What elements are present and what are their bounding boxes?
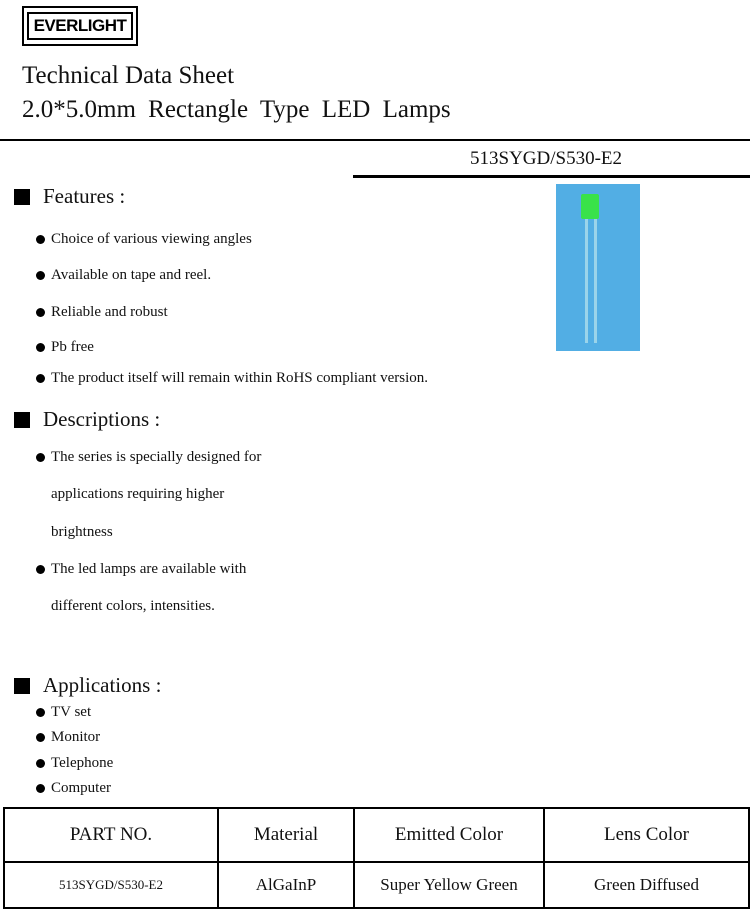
bullet-icon <box>36 374 45 383</box>
application-text: Computer <box>51 780 111 796</box>
bullet-icon <box>36 565 45 574</box>
bullet-icon <box>36 271 45 280</box>
header-divider <box>0 139 750 141</box>
part-number-underline <box>353 175 750 178</box>
feature-item: Pb free <box>36 339 94 356</box>
descriptions-heading: Descriptions : <box>14 407 160 432</box>
application-item: TV set <box>36 704 91 721</box>
table-header-cell: Lens Color <box>543 807 750 863</box>
description-item: The led lamps are available with <box>36 561 246 578</box>
feature-text: Available on tape and reel. <box>51 267 212 283</box>
features-heading-text: Features : <box>43 184 126 208</box>
square-bullet-icon <box>14 411 30 428</box>
square-bullet-icon <box>14 677 30 694</box>
table-cell: AlGaInP <box>217 861 355 909</box>
table-cell: 513SYGD/S530-E2 <box>3 861 219 909</box>
table-header-cell: Material <box>217 807 355 863</box>
description-text: brightness <box>51 524 113 540</box>
feature-text: Reliable and robust <box>51 304 168 320</box>
bullet-icon <box>36 235 45 244</box>
bullet-icon <box>36 453 45 462</box>
feature-text: The product itself will remain within Ro… <box>51 370 429 386</box>
application-item: Computer <box>36 780 111 797</box>
led-lead-right <box>594 219 597 343</box>
applications-heading-text: Applications : <box>43 673 162 697</box>
application-item: Monitor <box>36 729 100 746</box>
square-bullet-icon <box>14 188 30 205</box>
features-heading: Features : <box>14 184 125 209</box>
description-text: The led lamps are available with <box>51 561 247 577</box>
table-header-row: PART NO. Material Emitted Color Lens Col… <box>3 807 750 863</box>
logo-text: EVERLIGHT <box>26 12 134 40</box>
table-header-cell: PART NO. <box>3 807 219 863</box>
everlight-logo: EVERLIGHT <box>22 6 138 46</box>
led-lens <box>581 194 599 219</box>
application-text: TV set <box>51 704 92 720</box>
table-cell: Green Diffused <box>543 861 750 909</box>
application-text: Monitor <box>51 729 101 745</box>
feature-text: Choice of various viewing angles <box>51 231 252 247</box>
led-lead-left <box>585 219 588 343</box>
part-number-title: 513SYGD/S530-E2 <box>470 148 623 169</box>
page-title: Technical Data Sheet <box>22 62 235 89</box>
table-cell: Super Yellow Green <box>353 861 545 909</box>
description-item: The series is specially designed for <box>36 449 261 466</box>
table-header-cell: Emitted Color <box>353 807 545 863</box>
description-text: The series is specially designed for <box>51 449 262 465</box>
bullet-icon <box>36 708 45 717</box>
feature-item: Choice of various viewing angles <box>36 231 252 248</box>
page-subtitle: 2.0*5.0mm Rectangle Type LED Lamps <box>22 96 451 123</box>
table-row: 513SYGD/S530-E2 AlGaInP Super Yellow Gre… <box>3 861 750 909</box>
applications-heading: Applications : <box>14 673 161 698</box>
bullet-icon <box>36 759 45 768</box>
bullet-icon <box>36 343 45 352</box>
led-product-photo <box>556 184 640 351</box>
bullet-icon <box>36 308 45 317</box>
bullet-icon <box>36 733 45 742</box>
application-text: Telephone <box>51 755 114 771</box>
descriptions-heading-text: Descriptions : <box>43 407 161 431</box>
feature-text: Pb free <box>51 339 94 355</box>
feature-item: Reliable and robust <box>36 304 168 321</box>
description-text: applications requiring higher <box>51 486 225 502</box>
bullet-icon <box>36 784 45 793</box>
spec-table: PART NO. Material Emitted Color Lens Col… <box>3 807 750 909</box>
feature-item: Available on tape and reel. <box>36 267 211 284</box>
description-text: different colors, intensities. <box>51 598 215 614</box>
application-item: Telephone <box>36 755 113 772</box>
feature-item: The product itself will remain within Ro… <box>36 370 428 387</box>
